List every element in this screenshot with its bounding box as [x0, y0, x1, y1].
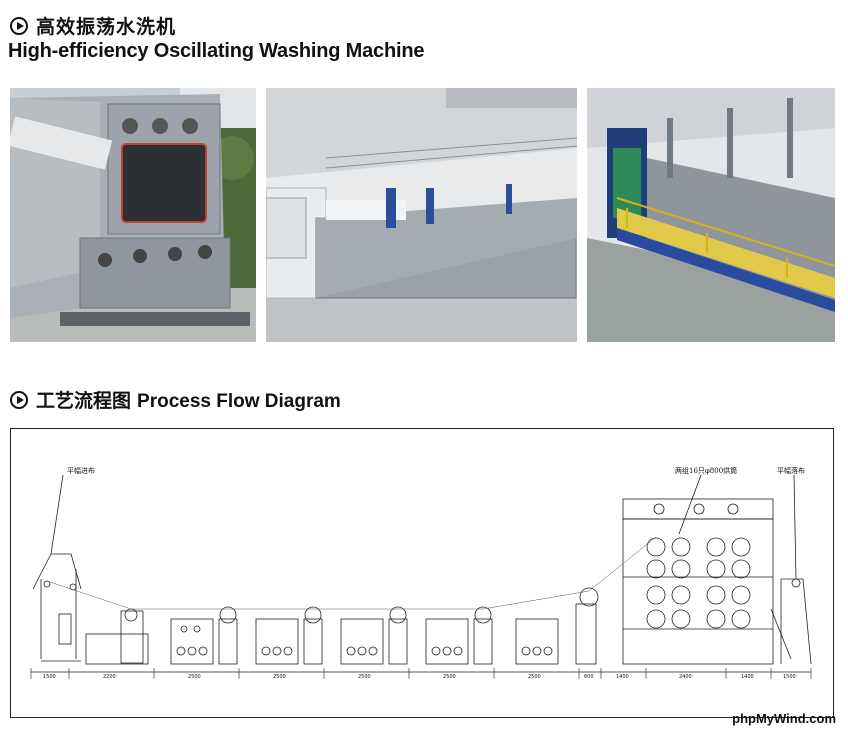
dimension-label: 600	[584, 674, 594, 680]
dimension-label: 1400	[616, 674, 629, 680]
dimension-label: 1500	[783, 674, 796, 680]
machine-closeup-photo	[10, 88, 256, 342]
dimension-label: 2500	[528, 674, 541, 680]
dimension-label: 2200	[103, 674, 116, 680]
inlet-label: 平幅进布	[67, 466, 95, 475]
dimension-label: 2500	[358, 674, 371, 680]
dimension-label: 1400	[741, 674, 754, 680]
outlet-label: 平幅落布	[777, 466, 805, 475]
dimension-label: 2500	[273, 674, 286, 680]
production-line-photo	[266, 88, 577, 342]
section-title-en: Process Flow Diagram	[137, 391, 341, 412]
section-title-en: High-efficiency Oscillating Washing Mach…	[8, 40, 425, 62]
play-circle-icon	[10, 390, 28, 409]
section-title-cn: 高效振荡水洗机	[36, 16, 177, 38]
dryer-walkway-photo	[587, 88, 835, 342]
dimension-label: 2400	[679, 674, 692, 680]
section-header-machine: 高效振荡水洗机	[10, 12, 176, 39]
dryer-label: 两组16只φ800烘筒	[675, 466, 737, 475]
play-circle-icon	[10, 16, 28, 35]
dimension-label: 2500	[443, 674, 456, 680]
watermark: phpMyWind.com	[732, 711, 836, 726]
section-title-cn: 工艺流程图	[36, 390, 132, 412]
dimension-label: 2500	[188, 674, 201, 680]
process-flow-diagram: 平幅进布 两组16只φ800烘筒 平幅落布 1500 2200 2500 250…	[10, 428, 834, 718]
dimension-label: 1500	[43, 674, 56, 680]
